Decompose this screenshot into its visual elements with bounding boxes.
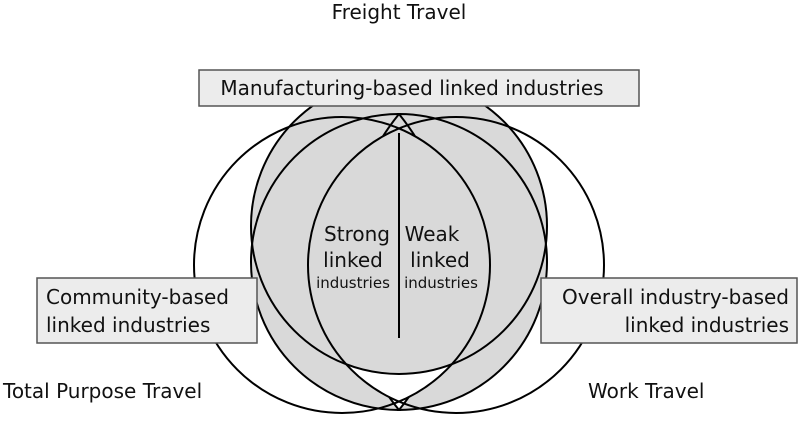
right-inner-circle [307, 116, 605, 414]
community-box [36, 277, 258, 344]
community-label-line1: Community-based [46, 285, 229, 309]
overall-industry-box [540, 277, 798, 344]
overall-industry-label-line2: linked industries [625, 313, 789, 337]
strong-label-line1: Strong [324, 222, 390, 246]
manufacturing-box [198, 69, 640, 107]
freight-travel-label: Freight Travel [332, 0, 467, 24]
work-travel-label: Work Travel [588, 379, 704, 403]
manufacturing-label: Manufacturing-based linked industries [220, 76, 603, 100]
weak-label-line2: linked [410, 248, 470, 272]
community-label-line2: linked industries [46, 313, 210, 337]
total-purpose-travel-label: Total Purpose Travel [2, 379, 202, 403]
left-inner-circle [193, 116, 491, 414]
overall-industry-label-line1: Overall industry-based [562, 285, 789, 309]
strong-label-line2: linked [323, 248, 383, 272]
triple-intersection [308, 117, 490, 374]
strong-label-line3: industries [316, 274, 390, 292]
weak-label-line3: industries [404, 274, 478, 292]
weak-label-line1: Weak [405, 222, 460, 246]
